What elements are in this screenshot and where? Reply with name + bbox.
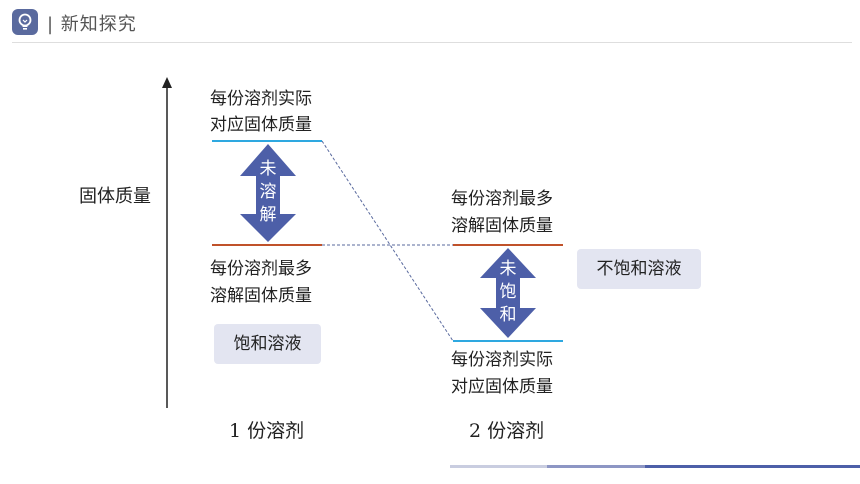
right-top-label-line1: 每份溶剂最多 <box>451 189 553 209</box>
left-bottom-label-line1: 每份溶剂最多 <box>210 259 312 279</box>
footer-bar-mid <box>547 465 645 468</box>
unsaturated-solution-tag: 不饱和溶液 <box>577 249 701 289</box>
right-bottom-label-line2: 对应固体质量 <box>451 377 553 397</box>
left-arrow-char-1: 未 <box>259 159 277 179</box>
lightbulb-icon <box>12 9 38 35</box>
left-arrow-char-3: 解 <box>259 205 277 225</box>
y-axis-label: 固体质量 <box>79 186 151 207</box>
connector-actual <box>321 140 454 342</box>
header-divider <box>12 42 852 43</box>
right-x-label: 2 份溶剂 <box>469 420 545 442</box>
right-arrow-char-3: 和 <box>499 305 517 325</box>
right-arrow-char-2: 饱 <box>499 282 517 302</box>
left-arrow-char-2: 溶 <box>259 182 277 202</box>
footer-bar-dark <box>645 465 860 468</box>
right-double-arrow <box>480 248 536 338</box>
left-top-label-line2: 对应固体质量 <box>210 115 312 135</box>
header: | 新知探究 <box>0 0 860 44</box>
right-bottom-label-line1: 每份溶剂实际 <box>451 350 553 370</box>
y-axis-arrowhead <box>162 77 172 88</box>
page-title: | 新知探究 <box>47 14 137 35</box>
right-arrow-char-1: 未 <box>499 259 517 279</box>
saturated-solution-tag: 饱和溶液 <box>214 324 321 364</box>
left-x-label: 1 份溶剂 <box>229 420 305 442</box>
left-top-label-line1: 每份溶剂实际 <box>210 89 312 109</box>
right-top-label-line2: 溶解固体质量 <box>451 216 553 236</box>
footer-bar-light <box>450 465 547 468</box>
left-double-arrow <box>240 144 296 242</box>
left-bottom-label-line2: 溶解固体质量 <box>210 286 312 306</box>
